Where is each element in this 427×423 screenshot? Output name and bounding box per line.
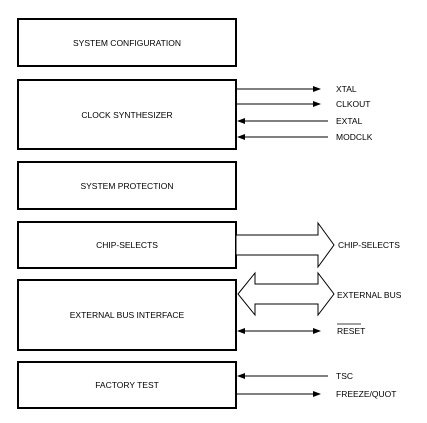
- tsc-signal: TSC: [237, 371, 353, 381]
- external-bus-interface-label: EXTERNAL BUS INTERFACE: [70, 310, 185, 320]
- clkout-label: CLKOUT: [336, 99, 370, 109]
- freeze-quot-signal: FREEZE/QUOT: [236, 389, 396, 399]
- tsc-label: TSC: [336, 371, 353, 381]
- reset-label: RESET: [337, 326, 365, 336]
- factory-test-label: FACTORY TEST: [95, 380, 159, 390]
- clock-synthesizer-label: CLOCK SYNTHESIZER: [81, 110, 172, 120]
- clkout-signal: CLKOUT: [236, 99, 370, 109]
- clock-synthesizer-block: CLOCK SYNTHESIZER: [17, 79, 237, 150]
- chip-selects-bus-arrow: CHIP-SELECTS: [235, 221, 400, 269]
- external-bus-interface-block: EXTERNAL BUS INTERFACE: [17, 279, 237, 351]
- extal-label: EXTAL: [336, 116, 363, 126]
- system-protection-label: SYSTEM PROTECTION: [80, 181, 173, 191]
- factory-test-block: FACTORY TEST: [17, 361, 237, 409]
- extal-signal: EXTAL: [237, 116, 363, 126]
- reset-signal: RESET: [237, 323, 365, 336]
- system-configuration-label: SYSTEM CONFIGURATION: [73, 38, 181, 48]
- xtal-label: XTAL: [336, 84, 357, 94]
- chip-selects-block: CHIP-SELECTS: [17, 221, 237, 269]
- system-protection-block: SYSTEM PROTECTION: [17, 161, 237, 210]
- chip-selects-signal-label: CHIP-SELECTS: [338, 240, 400, 250]
- modclk-signal: MODCLK: [237, 132, 373, 142]
- external-bus-label: EXTERNAL BUS: [337, 290, 402, 300]
- external-bus-arrow: EXTERNAL BUS: [237, 271, 402, 317]
- chip-selects-label: CHIP-SELECTS: [96, 240, 158, 250]
- system-configuration-block: SYSTEM CONFIGURATION: [17, 18, 237, 67]
- xtal-signal: XTAL: [236, 84, 357, 94]
- freeze-quot-label: FREEZE/QUOT: [336, 389, 396, 399]
- modclk-label: MODCLK: [336, 132, 373, 142]
